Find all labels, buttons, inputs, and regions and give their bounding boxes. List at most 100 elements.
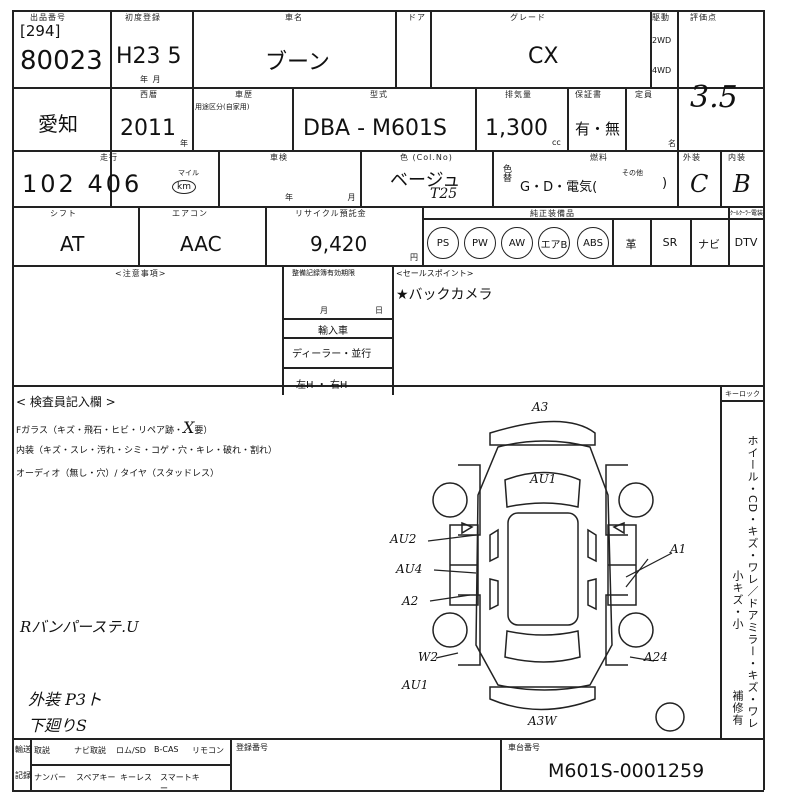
equip-navi: ナビ <box>698 238 720 251</box>
rule <box>720 400 763 402</box>
capacity-label: 定員 <box>635 90 653 99</box>
sales-label: <セールスポイント> <box>396 269 474 278</box>
fuel-label: 燃料 <box>590 153 608 162</box>
month-label: 月 <box>320 306 329 315</box>
inspection-title: < 検査員記入欄 > <box>16 395 116 409</box>
model: DBA - M601S <box>303 116 447 141</box>
equip-sr: SR <box>662 236 678 249</box>
rule <box>567 87 569 150</box>
car-name: ブーン <box>265 50 330 75</box>
history-label: 車歴 <box>235 90 253 99</box>
side-text: ホイール・CD・キズ・ワレ／ドアミラー・キズ・ワレ <box>746 435 759 730</box>
glass-line: Fガラス（キズ・飛石・ヒビ・リペア跡・X要） <box>16 418 212 437</box>
grade: CX <box>528 44 559 69</box>
fuel-other: その他 <box>622 169 643 177</box>
displacement-label: 排気量 <box>505 90 532 99</box>
rule <box>422 218 763 220</box>
rule <box>12 10 14 790</box>
repair-label: 補修有 <box>731 690 744 726</box>
history-sub: 用途区分(自家用) <box>195 103 250 111</box>
yen-unit: 円 <box>410 253 418 262</box>
rule <box>500 738 502 790</box>
footer-item: キーレス <box>120 773 152 782</box>
equip-dtv: DTV <box>734 236 758 249</box>
footer-item: リモコン <box>192 746 224 755</box>
rule <box>625 87 627 150</box>
footer-items-bottom: ナンバー スペアキー キーレス スマートキー <box>34 772 204 794</box>
rule <box>395 10 397 87</box>
model-label: 型式 <box>370 90 388 99</box>
rule <box>422 206 424 265</box>
rule <box>612 218 614 265</box>
car-name-label: 車名 <box>285 13 303 22</box>
rule <box>650 10 652 87</box>
score-label: 評価点 <box>690 13 717 22</box>
grade-label: グレード <box>510 13 546 22</box>
mileage: 102 406 <box>22 170 143 198</box>
rule <box>192 10 194 150</box>
recycle: 9,420 <box>310 232 368 256</box>
inspection-ym: 年 月 <box>285 193 357 202</box>
chassis-label: 車台番号 <box>508 743 540 752</box>
footer-item: B-CAS <box>154 745 179 754</box>
glass-end: 要） <box>194 426 213 436</box>
lot-bracket: [294] <box>20 22 61 40</box>
chassis-number: M601S-0001259 <box>548 760 705 782</box>
rule <box>12 206 764 208</box>
rule <box>12 10 764 12</box>
rule <box>265 206 267 265</box>
rule <box>728 206 730 265</box>
fuel: G・D・電気( <box>520 180 598 195</box>
year-month-suffix: 年 月 <box>140 75 162 84</box>
door-label: ドア <box>408 13 426 22</box>
caution-label: <注意事項> <box>115 269 167 278</box>
sales-point: ★バックカメラ <box>396 287 493 303</box>
mark-au1-bottom: AU1 <box>401 678 428 692</box>
rule <box>12 265 764 267</box>
rule <box>12 790 764 792</box>
color: ベージュ <box>390 170 461 191</box>
equip-airbag: エアB <box>538 227 570 259</box>
audio-line: オーディオ（無し・穴）/ タイヤ（スタッドレス） <box>16 469 219 479</box>
venue-label: 出品番号 <box>30 13 66 22</box>
interior-label: 内装 <box>728 153 746 162</box>
footer-item: 取説 <box>34 746 50 755</box>
bumper-note: Rバンパーステ.U <box>20 618 139 636</box>
rule <box>12 385 764 387</box>
capacity-suffix: 名 <box>668 139 677 148</box>
shift-label: シフト <box>50 209 77 218</box>
inspection-label: 車検 <box>270 153 288 162</box>
first-reg-label: 初度登録 <box>125 13 161 22</box>
footer-items-top: 取説 ナビ取説 ロム/SD B-CAS リモコン <box>34 745 232 756</box>
cc-unit: cc <box>552 138 561 147</box>
drive-label: 駆動 <box>652 13 670 22</box>
rule <box>12 738 764 740</box>
mark-w2: W2 <box>418 650 438 664</box>
rule <box>282 367 392 369</box>
warranty: 有・無 <box>575 120 621 138</box>
rule <box>110 10 112 206</box>
small-scratch: 小キズ・小 <box>731 570 744 630</box>
mileage-sub: マイル <box>178 169 199 177</box>
rule <box>492 150 494 206</box>
ac: AAC <box>180 232 222 256</box>
exterior-pts-note: 外装 P3ト <box>28 690 103 709</box>
reg-no-label: 登録番号 <box>236 743 268 752</box>
rule <box>475 87 477 150</box>
rule <box>12 87 764 89</box>
footer-item: ロム/SD <box>116 746 146 755</box>
footer-item: ナンバー <box>34 773 66 782</box>
equip-leather: 革 <box>625 238 637 251</box>
rule <box>360 150 362 206</box>
footer-item: スマートキー <box>160 773 200 793</box>
dealer: ディーラー・並行 <box>292 349 372 360</box>
interior: B <box>733 170 751 198</box>
mark-a3w: A3W <box>527 714 558 728</box>
displacement: 1,300 <box>485 116 548 141</box>
mark-au1-top: AU1 <box>529 472 556 486</box>
rule <box>292 87 294 150</box>
mileage-unit: km <box>172 180 196 194</box>
mark-a2: A2 <box>401 594 418 608</box>
maintenance-label: 整備記録簿有効期限 <box>292 269 355 277</box>
glass-text: Fガラス（キズ・飛石・ヒビ・リペア跡・ <box>16 426 183 436</box>
